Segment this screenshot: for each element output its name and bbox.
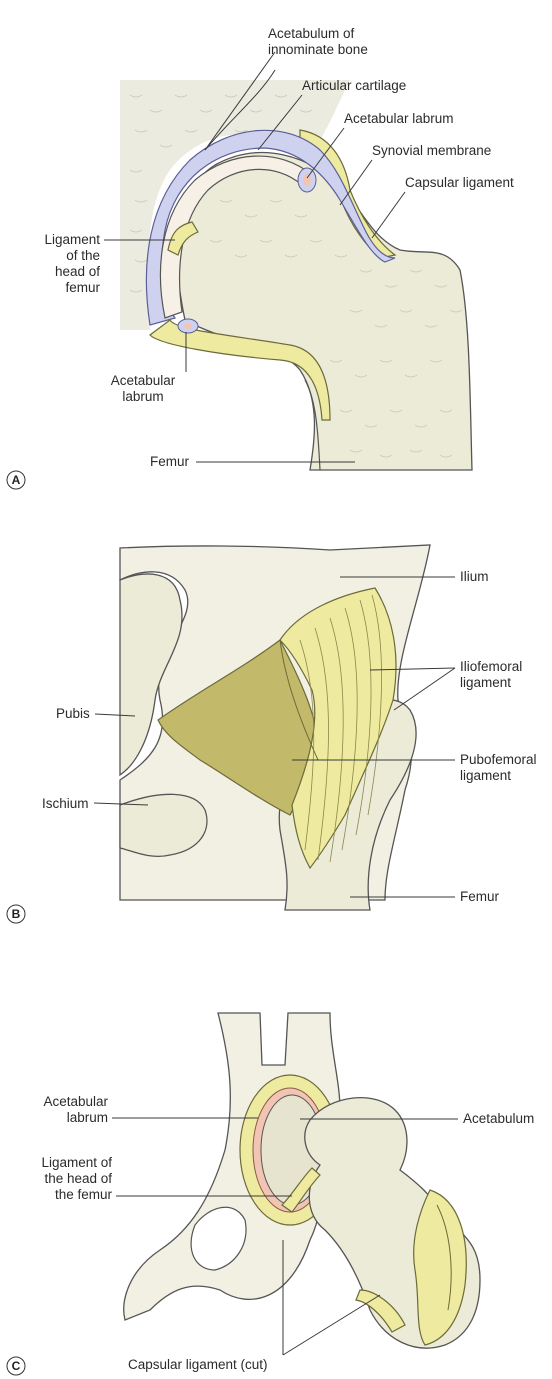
label-articular-cartilage: Articular cartilage [302, 78, 406, 93]
label-femur-b: Femur [460, 889, 500, 904]
label-capsular-ligament: Capsular ligament [405, 175, 514, 190]
label-acetabulum-c: Acetabulum [463, 1111, 534, 1126]
panel-letter-c: C [12, 1359, 21, 1373]
label-ilium: Ilium [460, 569, 489, 584]
label-synovial-membrane: Synovial membrane [372, 143, 491, 158]
panel-letter-b: B [12, 907, 21, 921]
leader-capsular-cut-2 [283, 1295, 380, 1355]
label-ischium: Ischium [42, 796, 89, 811]
femur-section [177, 153, 472, 470]
leader-iliofemoral-2 [394, 668, 455, 710]
label-femur-a: Femur [150, 454, 190, 469]
label-capsular-cut: Capsular ligament (cut) [128, 1357, 268, 1372]
label-acetabular-labrum-top: Acetabular labrum [344, 111, 454, 126]
acetabular-labrum-top-core [303, 174, 311, 186]
panel-letter-a: A [12, 473, 21, 487]
leader-capsular-ligament [372, 192, 405, 238]
acetabular-labrum-bottom-core [184, 323, 192, 329]
label-pubis: Pubis [56, 706, 90, 721]
